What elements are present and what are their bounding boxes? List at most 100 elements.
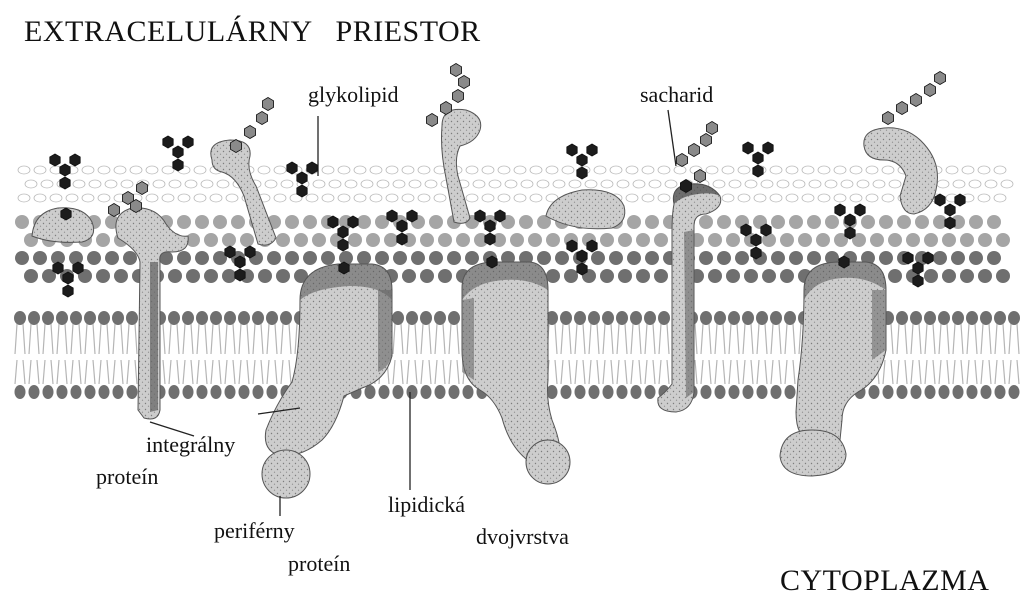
peripheral-protein-a [262, 450, 310, 498]
lipid-tail [995, 360, 1005, 384]
lipid-tail [603, 324, 613, 354]
lipid-head [294, 233, 308, 247]
sugar-unit-light [896, 102, 907, 115]
lipid-tail [407, 360, 417, 384]
lipid-tail [715, 360, 725, 384]
lipid-head-outer-leaflet [126, 311, 138, 325]
lipid-head-faint [130, 166, 142, 174]
lipid-head [780, 233, 794, 247]
lipid-head-inner-leaflet [197, 385, 208, 399]
sugar-unit-dark [387, 210, 397, 222]
lipid-head [420, 269, 434, 283]
lipid-head [276, 233, 290, 247]
lipid-head-inner-leaflet [967, 385, 978, 399]
sugar-unit-dark [235, 269, 245, 281]
lipid-head-faint [194, 166, 206, 174]
lipid-head-faint [162, 166, 174, 174]
lipid-head [762, 269, 776, 283]
lipid-head-inner-leaflet [575, 385, 586, 399]
lipid-tail [407, 324, 417, 354]
lipid-head-faint [393, 180, 405, 188]
lipid-head [96, 269, 110, 283]
lipid-head-faint [722, 166, 734, 174]
lipid-head-inner-leaflet [449, 385, 460, 399]
lipid-head [996, 269, 1010, 283]
lipid-head-outer-leaflet [70, 311, 82, 325]
sugar-unit-dark [741, 224, 751, 236]
lipid-head-faint [937, 180, 949, 188]
lipid-head [942, 269, 956, 283]
lipid-head [924, 269, 938, 283]
sugar-unit-dark [680, 180, 691, 193]
lipid-head-faint [658, 194, 670, 202]
peripheral-protein-label-line1: periférny [214, 520, 295, 542]
lipid-tail [631, 360, 641, 384]
lipid-head-faint [370, 194, 382, 202]
lipid-tail [15, 324, 25, 354]
sugar-unit-dark [485, 220, 495, 232]
lipid-head-inner-leaflet [463, 385, 474, 399]
lipid-head-faint [434, 194, 446, 202]
lipid-head-faint [777, 180, 789, 188]
lipid-head-faint [994, 194, 1006, 202]
lipid-head-faint [546, 166, 558, 174]
lipid-head-outer-leaflet [168, 311, 180, 325]
lipid-head-faint [866, 194, 878, 202]
lipid-tail [225, 324, 235, 354]
sugar-unit-dark [845, 214, 855, 226]
lipid-head-inner-leaflet [701, 385, 712, 399]
lipid-head-faint [34, 166, 46, 174]
lipid-tail [617, 360, 627, 384]
sugar-unit-dark [763, 142, 773, 154]
lipid-head-outer-leaflet [224, 311, 236, 325]
lipid-head [465, 251, 479, 265]
lipid-head [726, 233, 740, 247]
lipid-head [213, 215, 227, 229]
lipid-head [708, 233, 722, 247]
lipid-head-inner-leaflet [169, 385, 180, 399]
lipid-head [807, 215, 821, 229]
lipid-head-outer-leaflet [392, 311, 404, 325]
lipid-tail [575, 324, 585, 354]
lipid-head-outer-leaflet [994, 311, 1006, 325]
lipid-head-inner-leaflet [29, 385, 40, 399]
sugar-unit-dark [338, 226, 348, 238]
saccharide-leader [668, 110, 676, 166]
lipid-head-faint [962, 166, 974, 174]
sugar-unit-light [450, 64, 461, 77]
lipid-tail [113, 324, 123, 354]
lipid-tail [15, 360, 25, 384]
lipid-head [726, 269, 740, 283]
lipid-tail [197, 324, 207, 354]
lipid-head-faint [418, 194, 430, 202]
lipid-head-inner-leaflet [253, 385, 264, 399]
lipid-head-faint [313, 180, 325, 188]
lipid-tail [253, 360, 263, 384]
lipid-head [807, 251, 821, 265]
lipid-tail [995, 324, 1005, 354]
lipid-head [366, 233, 380, 247]
lipid-tail [281, 324, 291, 354]
lipid-head-faint [466, 194, 478, 202]
lipid-head-outer-leaflet [980, 311, 992, 325]
lipid-head [168, 269, 182, 283]
lipid-head-outer-leaflet [98, 311, 110, 325]
integral-protein-a-side [378, 290, 392, 372]
lipid-head-inner-leaflet [981, 385, 992, 399]
sugar-unit-dark [913, 275, 923, 287]
lipid-head-inner-leaflet [407, 385, 418, 399]
sugar-unit-dark [935, 194, 945, 206]
lipid-head-faint [953, 180, 965, 188]
lipid-tail [771, 324, 781, 354]
lipid-head-inner-leaflet [995, 385, 1006, 399]
sugar-unit-dark [835, 204, 845, 216]
lipid-head [960, 233, 974, 247]
lipid-head [357, 251, 371, 265]
lipid-head [402, 269, 416, 283]
lipid-head [933, 251, 947, 265]
lipid-head [276, 269, 290, 283]
lipid-head-faint [793, 180, 805, 188]
glycolipid-label: glykolipid [308, 84, 398, 106]
lipid-head-faint [626, 194, 638, 202]
